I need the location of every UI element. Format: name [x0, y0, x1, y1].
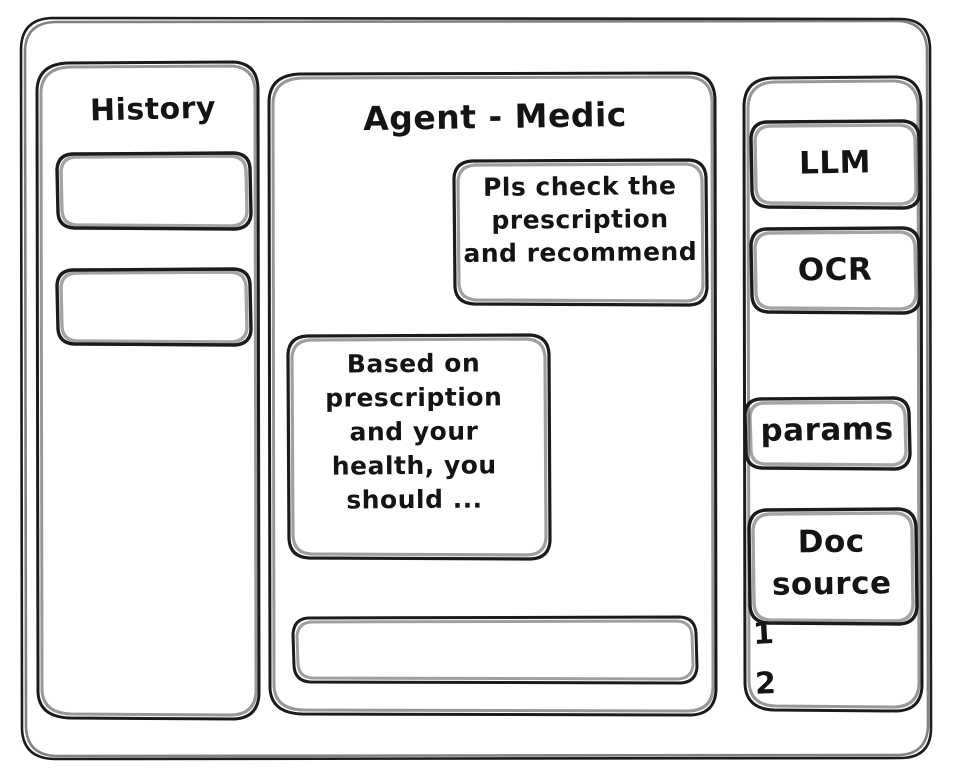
history-sidebar — [37, 62, 259, 719]
agent-main-panel — [269, 73, 716, 715]
tools-sidebar — [744, 77, 922, 711]
